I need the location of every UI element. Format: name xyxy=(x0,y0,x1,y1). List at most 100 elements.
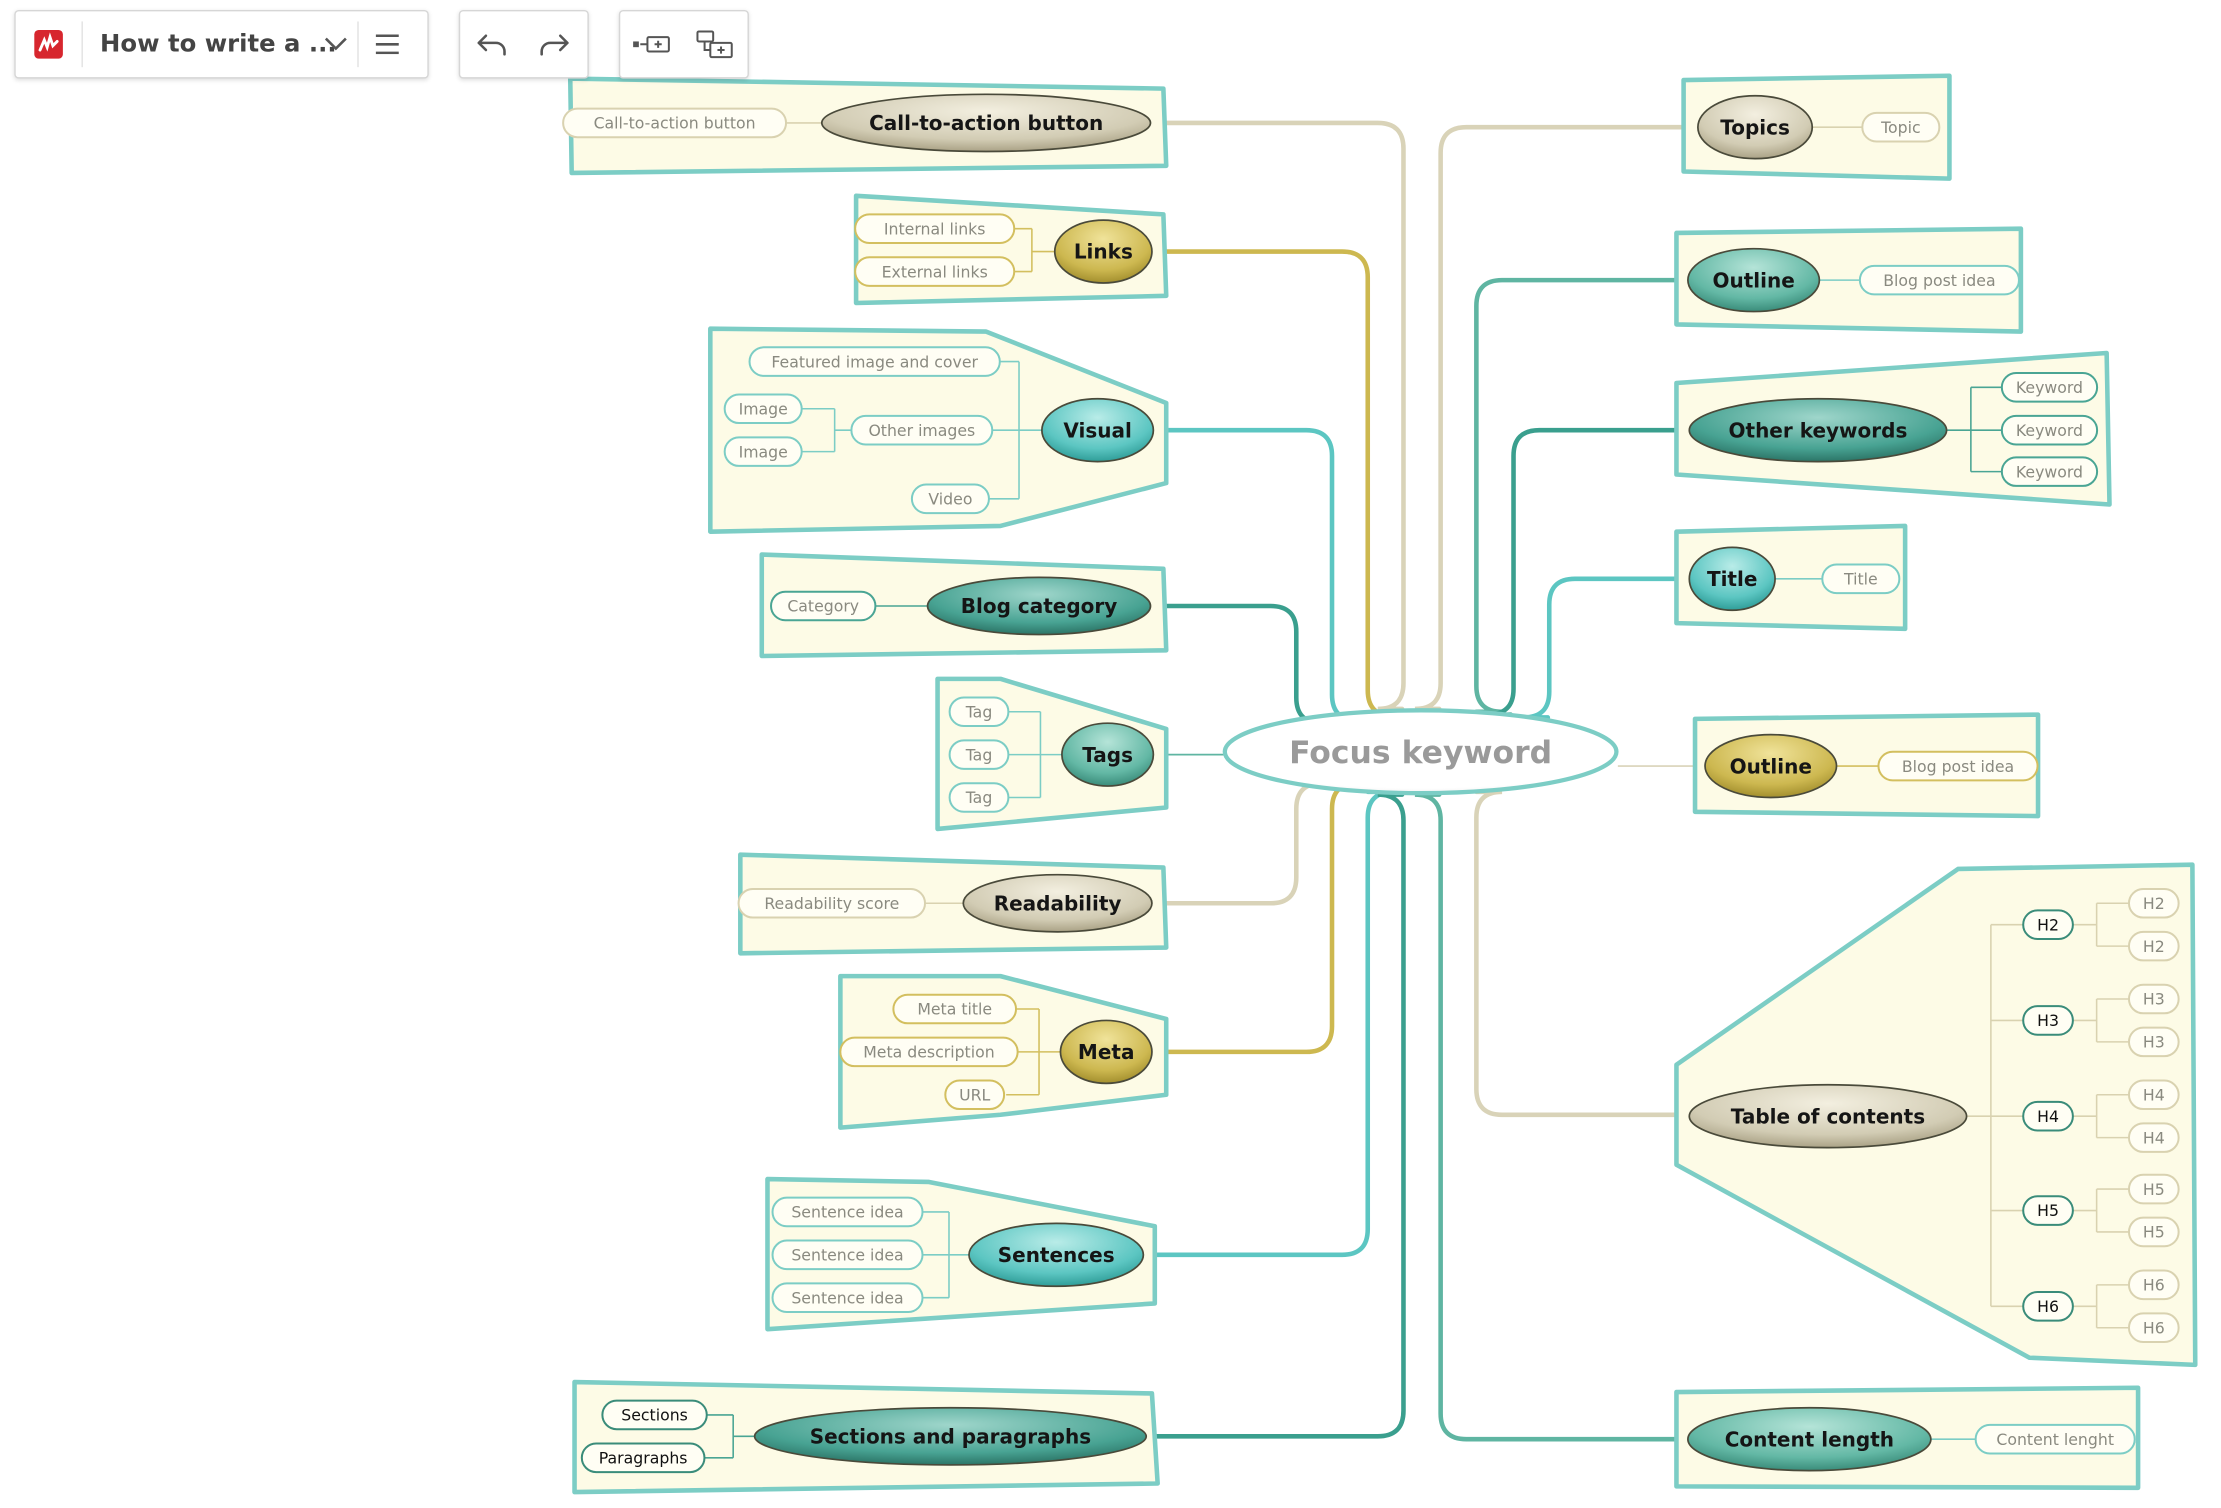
topic-label: Outline xyxy=(1730,754,1812,778)
undo-icon[interactable] xyxy=(460,13,523,76)
subtopic-label: H2 xyxy=(2037,915,2059,934)
topic-label: Blog category xyxy=(961,594,1118,618)
subtopic-h3[interactable]: H3 xyxy=(2127,1026,2180,1058)
subtopic-label: H6 xyxy=(2143,1276,2165,1295)
topic-tags[interactable]: Tags xyxy=(1061,722,1155,787)
topic-visual[interactable]: Visual xyxy=(1041,397,1155,463)
topic-label: Sentences xyxy=(998,1243,1115,1267)
subtopic-label: Category xyxy=(787,597,859,616)
subtopic-keyword[interactable]: Keyword xyxy=(2000,372,2099,403)
subtopic-blog-post-idea[interactable]: Blog post idea xyxy=(1858,264,2020,296)
subtopic-h3[interactable]: H3 xyxy=(2022,1005,2074,1036)
subtopic-tag[interactable]: Tag xyxy=(948,782,1010,813)
history-toolbar xyxy=(458,10,589,79)
subtopic-call-to-action-button[interactable]: Call-to-action button xyxy=(562,107,788,139)
topic-label: Meta xyxy=(1078,1040,1135,1064)
add-child-topic-icon[interactable] xyxy=(683,13,746,76)
subtopic-sentence-idea[interactable]: Sentence idea xyxy=(771,1239,924,1271)
subtopic-h6[interactable]: H6 xyxy=(2127,1269,2180,1301)
topic-other_keywords[interactable]: Other keywords xyxy=(1688,397,1948,463)
toolbar-divider xyxy=(81,21,83,68)
subtopic-keyword[interactable]: Keyword xyxy=(2000,456,2099,487)
subtopic-h6[interactable]: H6 xyxy=(2127,1312,2180,1344)
topic-label: Content length xyxy=(1725,1427,1894,1451)
topic-label: Table of contents xyxy=(1731,1104,1925,1128)
subtopic-label: H5 xyxy=(2037,1201,2059,1220)
subtopic-h4[interactable]: H4 xyxy=(2127,1079,2180,1111)
subtopic-label: H6 xyxy=(2143,1318,2165,1337)
topic-sections[interactable]: Sections and paragraphs xyxy=(753,1406,1148,1466)
subtopic-other-images[interactable]: Other images xyxy=(850,414,994,446)
central-topic-label: Focus keyword xyxy=(1289,735,1552,771)
subtopic-paragraphs[interactable]: Paragraphs xyxy=(580,1442,706,1474)
chevron-down-icon[interactable] xyxy=(314,13,357,76)
subtopic-image[interactable]: Image xyxy=(723,393,803,425)
subtopic-label: Keyword xyxy=(2016,462,2083,481)
subtopic-h4[interactable]: H4 xyxy=(2022,1100,2074,1132)
subtopic-label: H4 xyxy=(2143,1085,2165,1104)
subtopic-sentence-idea[interactable]: Sentence idea xyxy=(771,1282,924,1314)
central-topic[interactable]: Focus keyword xyxy=(1222,708,1619,796)
subtopic-h3[interactable]: H3 xyxy=(2127,983,2180,1015)
topic-cta[interactable]: Call-to-action button xyxy=(820,93,1152,153)
subtopic-meta-title[interactable]: Meta title xyxy=(892,993,1018,1025)
subtopic-h5[interactable]: H5 xyxy=(2127,1216,2180,1248)
subtopic-internal-links[interactable]: Internal links xyxy=(854,213,1016,244)
redo-icon[interactable] xyxy=(523,13,586,76)
subtopic-label: Meta description xyxy=(863,1043,994,1062)
subtopic-url[interactable]: URL xyxy=(944,1079,1006,1111)
subtopic-label: Sentence idea xyxy=(791,1246,903,1265)
topic-toc[interactable]: Table of contents xyxy=(1688,1083,1968,1149)
subtopic-label: H5 xyxy=(2143,1180,2165,1199)
add-sibling-topic-icon[interactable] xyxy=(620,13,683,76)
subtopic-h2[interactable]: H2 xyxy=(2127,887,2180,919)
subtopic-meta-description[interactable]: Meta description xyxy=(839,1036,1019,1068)
hamburger-menu-icon[interactable] xyxy=(359,13,416,76)
subtopic-image[interactable]: Image xyxy=(723,436,803,467)
subtopic-label: H3 xyxy=(2143,990,2165,1009)
app-logo-icon[interactable] xyxy=(16,13,82,76)
subtopic-h6[interactable]: H6 xyxy=(2022,1290,2074,1322)
subtopic-h2[interactable]: H2 xyxy=(2022,909,2074,940)
topic-outline2[interactable]: Outline xyxy=(1704,733,1838,799)
subtopic-sections[interactable]: Sections xyxy=(601,1399,708,1431)
topic-content_length[interactable]: Content length xyxy=(1687,1406,1932,1472)
subtopic-h4[interactable]: H4 xyxy=(2127,1122,2180,1153)
subtopic-h5[interactable]: H5 xyxy=(2127,1173,2180,1205)
topic-blog_category[interactable]: Blog category xyxy=(926,576,1152,636)
subtopic-label: External links xyxy=(882,262,988,281)
topic-readability[interactable]: Readability xyxy=(962,873,1153,933)
subtopic-label: Paragraphs xyxy=(599,1449,688,1468)
subtopic-tag[interactable]: Tag xyxy=(948,696,1010,728)
subtopic-label: Sentence idea xyxy=(791,1288,903,1307)
subtopic-topic[interactable]: Topic xyxy=(1861,111,1941,143)
topic-label: Other keywords xyxy=(1729,418,1908,442)
document-title[interactable]: How to write a ... xyxy=(83,30,337,59)
subtopic-h2[interactable]: H2 xyxy=(2127,930,2180,962)
topic-topics[interactable]: Topics xyxy=(1697,94,1814,160)
topic-label: Tags xyxy=(1082,743,1133,767)
topic-sentences[interactable]: Sentences xyxy=(968,1222,1145,1288)
subtopic-blog-post-idea[interactable]: Blog post idea xyxy=(1877,750,2039,782)
subtopic-label: H3 xyxy=(2037,1011,2059,1030)
subtopic-h5[interactable]: H5 xyxy=(2022,1195,2074,1226)
subtopic-label: Blog post idea xyxy=(1883,271,1995,290)
subtopic-title[interactable]: Title xyxy=(1821,563,1901,595)
subtopic-category[interactable]: Category xyxy=(770,590,877,622)
topic-label: Title xyxy=(1707,567,1757,591)
topic-links[interactable]: Links xyxy=(1053,219,1153,284)
subtopic-tag[interactable]: Tag xyxy=(948,739,1010,770)
subtopic-keyword[interactable]: Keyword xyxy=(2000,414,2099,446)
subtopic-external-links[interactable]: External links xyxy=(854,256,1016,287)
topic-title[interactable]: Title xyxy=(1688,546,1776,612)
subtopic-content-lenght[interactable]: Content lenght xyxy=(1974,1423,2136,1455)
subtopic-sentence-idea[interactable]: Sentence idea xyxy=(771,1196,924,1228)
topic-meta[interactable]: Meta xyxy=(1059,1019,1153,1085)
subtopic-label: Meta title xyxy=(917,1000,992,1019)
topic-label: Outline xyxy=(1712,268,1794,292)
subtopic-readability-score[interactable]: Readability score xyxy=(737,887,927,919)
subtopic-featured-image-and-cover[interactable]: Featured image and cover xyxy=(748,346,1001,377)
topic-outline1[interactable]: Outline xyxy=(1687,247,1821,313)
document-title-text: How to write a ... xyxy=(100,30,337,59)
subtopic-video[interactable]: Video xyxy=(910,483,990,515)
